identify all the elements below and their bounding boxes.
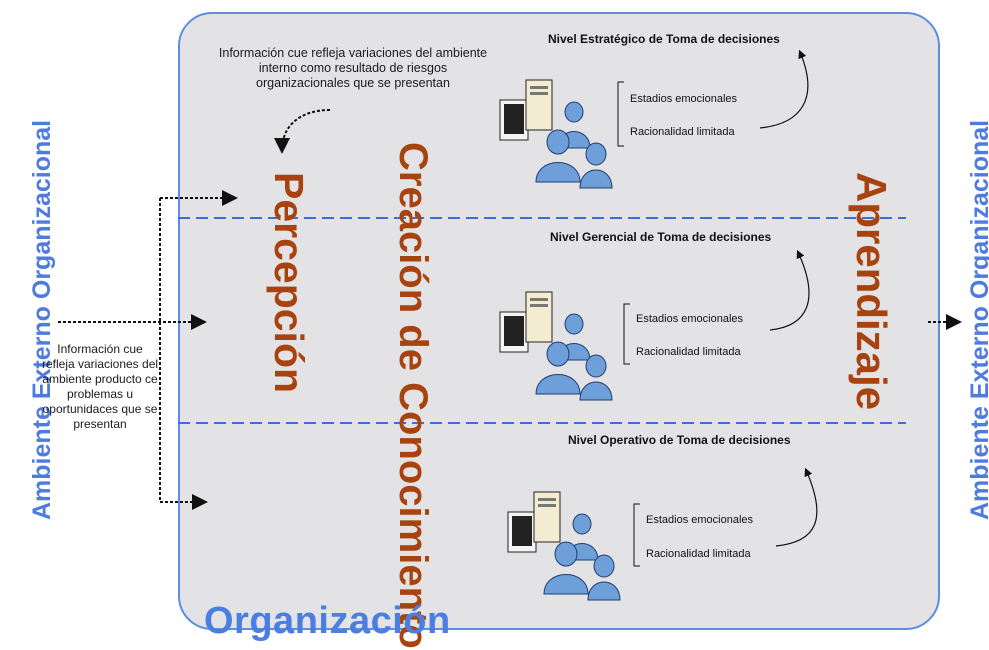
level-3-factor-emotional: Estadios emocionales [646, 514, 754, 526]
level-1-bracket [617, 49, 809, 147]
perception-label: Percepción [266, 172, 312, 394]
input-arrow-bottom [159, 322, 208, 510]
people-computer-icon-level-1 [499, 79, 613, 189]
top-info-note: Información cue refleja variaciones del … [218, 46, 488, 90]
level-1-factor-rationality: Racionalidad limitada [630, 126, 735, 138]
knowledge-creation-line-1: Creación de [391, 142, 435, 371]
level-2-title: Nivel Gerencial de Toma de decisiones [550, 230, 772, 244]
knowledge-creation-line-2: Conocimiento [391, 382, 435, 649]
level-2-bracket [623, 249, 810, 365]
top-note-arrow [274, 109, 331, 154]
people-computer-icon-level-2 [499, 291, 613, 401]
learning-label: Aprendizaje [848, 172, 895, 411]
knowledge-creation-label: Creación de Conocimiento [390, 142, 436, 649]
level-1-factor-emotional: Estadios emocionales [630, 93, 738, 105]
left-info-note: Información cue refleja variaciones del … [41, 342, 159, 431]
level-3-bracket [633, 467, 818, 567]
level-1-title: Nivel Estratégico de Toma de decisiones [548, 32, 780, 46]
organization-label: Organización [204, 600, 451, 642]
people-computer-icon-level-3 [507, 491, 621, 601]
level-2-factor-emotional: Estadios emocionales [636, 313, 744, 325]
level-3-title: Nivel Operativo de Toma de decisiones [568, 433, 791, 447]
level-3-factor-rationality: Racionalidad limitada [646, 548, 751, 560]
level-2-factor-rationality: Racionalidad limitada [636, 346, 741, 358]
